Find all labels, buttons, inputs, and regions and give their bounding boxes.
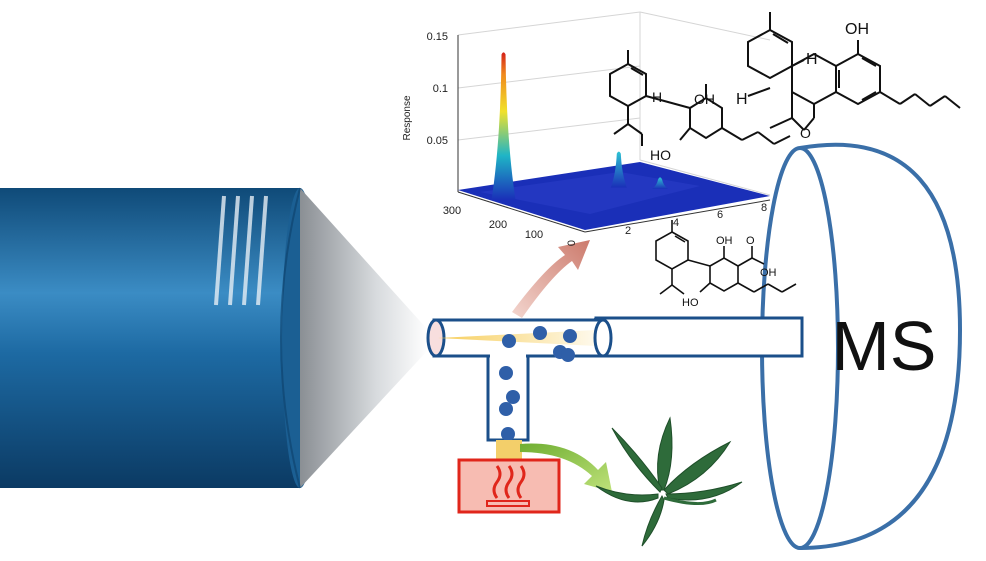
- y-tick-label: 100: [525, 229, 543, 241]
- x-tick-label: 2: [625, 225, 631, 237]
- surface-peak: [610, 151, 627, 188]
- cbd-oh-top-label: OH: [694, 91, 715, 107]
- cbda-oh-top-label: OH: [716, 235, 733, 247]
- y-tick-label: 200: [489, 219, 507, 231]
- z-tick-label: 0.05: [427, 135, 448, 147]
- cbda-structure-icon: [655, 220, 797, 295]
- thc-structure-icon: [747, 12, 961, 131]
- surface-chart: 0.15 0.1 0.05 Response 300 200 100 0 2 4…: [402, 11, 771, 246]
- analyte-beads: [499, 326, 577, 441]
- x-axis-ticks: 0 2 4 6 8: [566, 202, 767, 246]
- cbda-oh-acid-label: OH: [760, 267, 777, 279]
- cbd-structure-icon: [609, 50, 791, 146]
- z-tick-label: 0.1: [433, 83, 448, 95]
- z-tick-label: 0.15: [427, 31, 448, 43]
- heater-icon: [457, 440, 561, 514]
- x-tick-label: 8: [761, 202, 767, 214]
- thc-labels: OH H H O: [736, 21, 869, 141]
- x-tick-label: 0: [566, 240, 578, 246]
- z-axis-ticks: 0.15 0.1 0.05: [427, 31, 448, 147]
- surface-peak: [491, 52, 516, 200]
- surface-peak: [652, 177, 669, 190]
- cbd-h-label: H: [652, 89, 662, 105]
- red-arrow-icon: [512, 240, 590, 318]
- y-axis-ticks: 300 200 100: [443, 205, 543, 241]
- surface-peaks: [491, 52, 669, 200]
- ms-probe-icon: [0, 187, 428, 489]
- thc-h2-label: H: [736, 91, 748, 108]
- cbd-labels: OH HO H: [650, 89, 715, 163]
- thc-h1-label: H: [806, 51, 818, 68]
- cbda-ho-bottom-label: HO: [682, 297, 699, 309]
- transfer-capillary: [588, 316, 804, 358]
- green-arrow-icon: [520, 443, 612, 492]
- x-tick-label: 6: [717, 209, 723, 221]
- probe-stripes: [214, 195, 268, 306]
- ms-label: MS: [832, 307, 937, 385]
- y-tick-label: 300: [443, 205, 461, 217]
- cbda-carbonyl-label: O: [746, 235, 755, 247]
- x-tick-label: 4: [673, 217, 679, 229]
- z-axis-label: Response: [402, 95, 413, 140]
- thc-o-label: O: [800, 125, 811, 141]
- cannabis-leaf-icon: [595, 416, 743, 547]
- cbd-ho-bottom-label: HO: [650, 147, 671, 163]
- t-tube-icon: [426, 318, 613, 442]
- thc-oh-label: OH: [845, 21, 869, 38]
- cbda-labels: OH HO OH O: [682, 235, 777, 309]
